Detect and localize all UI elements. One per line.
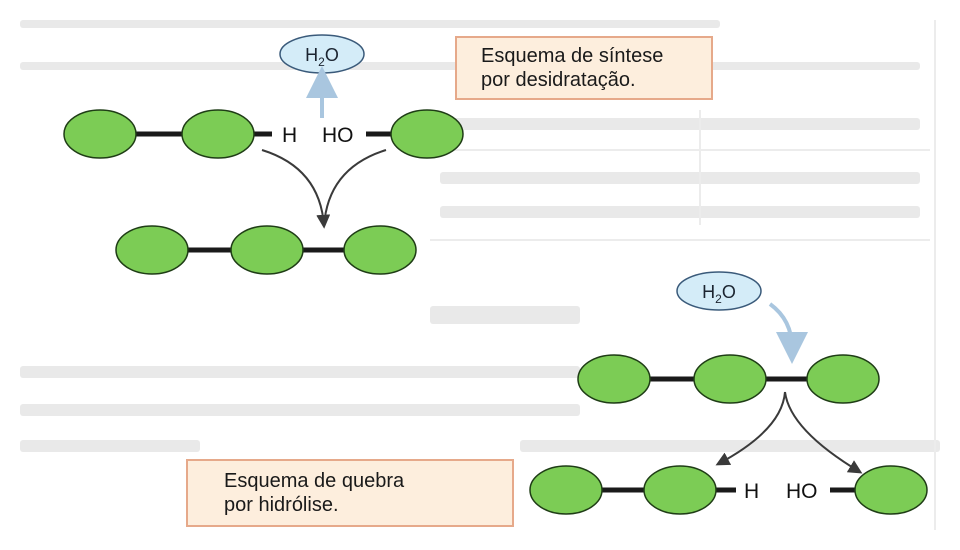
- hydrolysis-hydrogen-label: H: [744, 480, 759, 503]
- hydrolysis-water-label: H2O: [702, 282, 736, 306]
- synthesis-monomer: [390, 109, 464, 159]
- hydrolysis-caption-box: Esquema de quebra por hidrólise.: [186, 459, 514, 527]
- hydrolysis-monomer: [693, 354, 767, 404]
- synthesis-product-monomer: [230, 225, 304, 275]
- synthesis-monomer: [63, 109, 137, 159]
- synthesis-converge-arrow: [261, 149, 331, 229]
- hydrolysis-product-monomer: [529, 465, 603, 515]
- hydrolysis-monomer: [577, 354, 651, 404]
- synthesis-hydroxyl-label: HO: [322, 124, 354, 147]
- hydrolysis-caption-line1: Esquema de quebra: [224, 470, 405, 492]
- synthesis-caption-box: Esquema de síntese por desidratação.: [455, 36, 713, 100]
- hydrolysis-product-monomer: [854, 465, 928, 515]
- hydrolysis-diverge-arrow: [715, 391, 786, 466]
- synthesis-hydrogen-label: H: [282, 124, 297, 147]
- hydrolysis-hydroxyl-label: HO: [786, 480, 818, 503]
- synthesis-caption-line1: Esquema de síntese: [481, 45, 664, 67]
- hydrolysis-diverge-arrow: [784, 391, 863, 474]
- hydrolysis-product-monomer: [643, 465, 717, 515]
- synthesis-water-bubble: H2O: [279, 34, 365, 74]
- synthesis-converge-arrow: [323, 149, 387, 227]
- synthesis-product-monomer: [115, 225, 189, 275]
- hydrolysis-monomer: [806, 354, 880, 404]
- synthesis-caption-line2: por desidratação.: [481, 69, 636, 91]
- hydrolysis-caption-line2: por hidrólise.: [224, 494, 339, 516]
- synthesis-water-label: H2O: [305, 45, 339, 69]
- synthesis-product-monomer: [343, 225, 417, 275]
- hydrolysis-water-bubble: H2O: [676, 271, 762, 311]
- synthesis-monomer: [181, 109, 255, 159]
- hydrolysis-water-arrow: [768, 302, 808, 364]
